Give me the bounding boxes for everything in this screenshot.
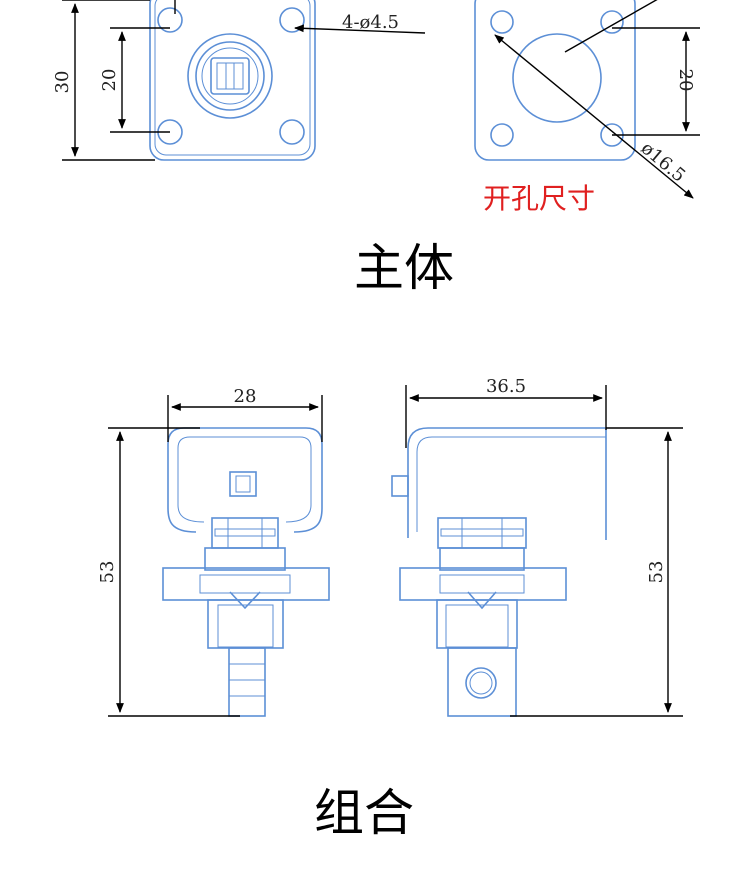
assembly-width-left-label: 28 [234,386,257,407]
body-front-dimensions [62,0,426,161]
panel-cutout-view [474,0,636,161]
assembly-side-view [391,427,607,717]
body-front-view [149,0,316,161]
top-height-inner-label: 20 [99,69,120,92]
assembly-front-dimensions [108,395,323,717]
caption-assembly: 组合 [314,784,414,842]
cutout-diameter-label: ø16.5 [637,138,690,187]
top-height-outer-label: 30 [52,71,73,94]
assembly-height-left-label: 53 [97,561,118,584]
panel-cutout-dimensions [494,0,700,199]
cutout-height-label: 20 [675,69,696,92]
assembly-side-dimensions [405,385,683,717]
cutout-note: 开孔尺寸 [483,182,595,215]
assembly-width-right-label: 36.5 [486,376,526,397]
assembly-height-right-label: 53 [646,561,667,584]
assembly-front-view [162,427,330,717]
hole-spec-label: 4-ø4.5 [342,12,399,33]
caption-body: 主体 [354,239,454,297]
